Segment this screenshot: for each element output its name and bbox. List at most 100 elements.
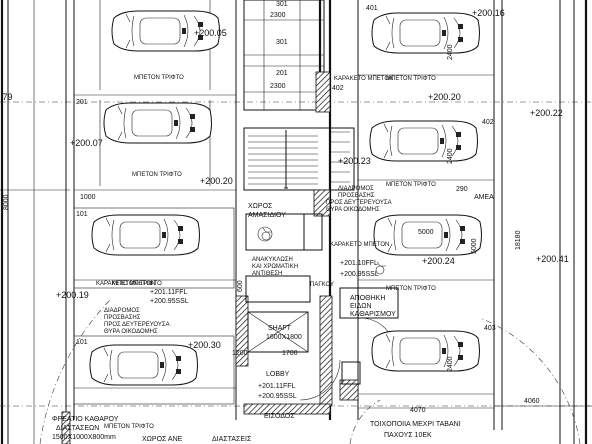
room-label: ΑΠΟΘΗΚΗ (350, 295, 385, 302)
room-label: ΔΙΑΔΡΟΜΟΣ (338, 186, 374, 192)
space-number: 403 (484, 325, 496, 332)
space-labels: 201 101 101 401 402 403 ΜΠΕΤΟΝ ΤΡΙΦΤΟ ΜΠ… (76, 5, 496, 430)
level-marks: +200.05 +200.07 +200.20 +200.19 +200.30 … (0, 8, 569, 400)
level-mark: +200.20 (200, 176, 233, 186)
stair-treads (248, 130, 350, 189)
level-mark: .79 (0, 92, 13, 102)
room-label: ΘΥΡΑ ΟΙΚΟΔΟΜΗΣ (326, 207, 380, 213)
dimension: 4070 (410, 407, 426, 414)
room-label: ΚΑΡΑΚΕΤΟ ΜΠΕΤΟΝ (334, 76, 393, 82)
room-label: ΠΡΟΣΒΑΣΗΣ (338, 193, 375, 199)
level-mark: +200.05 (194, 28, 227, 38)
note: 1500X1000X800mm (52, 434, 116, 441)
room-label: LOBBY (266, 371, 290, 378)
note: ΔΙΑΣΤΑΣΕΩΝ (56, 425, 99, 432)
room-label: ΠΡΟΣΒΑΣΗΣ (104, 315, 141, 321)
room-label: ΧΩΡΟΣ (248, 203, 273, 210)
level-mark: +200.19 (56, 290, 89, 300)
dimension: 1000 (80, 194, 96, 201)
dimension: 402 (332, 85, 344, 92)
car-6 (369, 120, 478, 162)
level-mark: +201.10FFL (340, 260, 378, 267)
notes: ΦΡΕΑΤΙΟ ΚΑΘΑΡΟΥ ΔΙΑΣΤΑΣΕΩΝ 1500X1000X800… (52, 416, 461, 443)
level-mark: +200.24 (422, 256, 455, 266)
car-3 (91, 214, 200, 256)
dimension: 2400 (447, 44, 454, 60)
dimension: 2300 (270, 12, 286, 19)
dimension: 301 (276, 39, 288, 46)
note: ΦΡΕΑΤΙΟ ΚΑΘΑΡΟΥ (52, 416, 119, 423)
space-number: 101 (76, 339, 88, 346)
dimension: 301 (276, 1, 288, 8)
dimension: 2400 (447, 148, 454, 164)
note: ΠΑΧΟΥΣ 10ΕΚ (384, 432, 432, 439)
dimension: 2400 (447, 356, 454, 372)
level-mark: +200.30 (188, 340, 221, 350)
room-label: ΚΑΙ ΧΡΩΜΑΤΙΚΗ (252, 264, 298, 270)
dimension: 5000 (418, 229, 434, 236)
level-mark: +200.16 (472, 8, 505, 18)
space-number: 101 (76, 211, 88, 218)
level-mark: +200.07 (70, 138, 103, 148)
wheelchair-icon (261, 227, 272, 241)
concrete-label: ΜΠΕΤΟΝ ΤΡΙΦΤΟ (132, 172, 182, 178)
car-8 (371, 330, 480, 372)
concrete-label: ΜΠΕΤΟΝ ΤΡΙΦΤΟ (386, 182, 436, 188)
room-label: SHAFT (268, 325, 292, 332)
level-mark: +201.11FFL (258, 383, 296, 390)
dimension: 201 (276, 70, 288, 77)
room-label: ΔΙΑΔΡΟΜΟΣ (104, 308, 140, 314)
car-5 (371, 12, 480, 54)
room-label: ΚΑΘΑΡΙΣΜΟΥ (350, 311, 396, 318)
car-4 (89, 344, 198, 386)
room-label: 1600X1800 (266, 334, 302, 341)
dimension: 600 (237, 280, 244, 292)
room-label: ΚΑΡΑΚΕΤΟ ΜΠΕΤΟΝ (96, 281, 155, 287)
dimension: 1200 (232, 350, 248, 357)
room-label: ΚΑΡΑΚΕΤΟ ΜΠΕΤΟΝ (330, 242, 389, 248)
dimension: 8000 (3, 194, 10, 210)
dimension-labels: 2300 2300 301 301 201 402 1000 290 5000 … (3, 1, 540, 414)
concrete-label: ΜΠΕΤΟΝ ΤΡΙΦΤΟ (386, 76, 436, 82)
wheelchair-icon (375, 261, 386, 275)
space-number: 401 (366, 5, 378, 12)
dimension: 2300 (270, 83, 286, 90)
concrete-label: ΜΠΕΤΟΝ ΤΡΙΦΤΟ (386, 286, 436, 292)
room-label: ΠΡΟΣ ΔΕΥΤΕΡΕΥΟΥΣΑ (104, 322, 170, 328)
car-2 (103, 102, 212, 144)
concrete-label: ΜΠΕΤΟΝ ΤΡΙΦΤΟ (104, 424, 154, 430)
level-mark: +200.20 (428, 92, 461, 102)
dimension: 4060 (524, 398, 540, 405)
concrete-label: ΜΠΕΤΟΝ ΤΡΙΦΤΟ (112, 281, 162, 287)
dimension: 18180 (515, 230, 522, 250)
room-label: ΘΥΡΑ ΟΙΚΟΔΟΜΗΣ (104, 329, 158, 335)
level-mark: +200.95SSL (340, 271, 379, 278)
room-label: ΑΝΤΙΘΕΣΗ (252, 271, 282, 277)
space-number: 201 (76, 99, 88, 106)
level-mark: +200.23 (338, 156, 371, 166)
room-label: ΑΜΕΑ (474, 194, 494, 201)
room-label: ΕΙΣΟΔΟΣ (264, 413, 295, 420)
room-label: ΠΑΓΚΟΥ (310, 282, 334, 288)
dimension: 5000 (471, 238, 478, 254)
accessibility-icons (261, 227, 386, 275)
room-label: ΕΙΔΩΝ (350, 303, 372, 310)
room-label: ΠΡΟΣ ΔΕΥΤΕΡΕΥΟΥΣΑ (326, 200, 392, 206)
note: ΔΙΑΣΤΑΣΕΙΣ (212, 436, 252, 443)
concrete-label: ΜΠΕΤΟΝ ΤΡΙΦΤΟ (134, 75, 184, 81)
level-mark: +200.41 (536, 254, 569, 264)
level-mark: +200.95SSL (258, 393, 297, 400)
level-mark: +200.22 (530, 108, 563, 118)
room-label: ΑΜΑΣΙΔΙΟΥ (248, 212, 286, 219)
level-mark: +200.95SSL (150, 298, 189, 305)
dimension: 290 (456, 186, 468, 193)
level-mark: +201.11FFL (150, 289, 188, 296)
note: ΤΟΙΧΟΠΟΙΙΑ ΜΕΧΡΙ ΤΑΒΑΝΙ (370, 421, 461, 428)
space-number: 402 (482, 119, 494, 126)
dimension: 1700 (282, 350, 298, 357)
room-label: ΑΝΑΚΥΚΛΩΣΗ (252, 257, 293, 263)
note: ΧΩΡΟΣ ΑΝΕ (142, 436, 183, 443)
room-labels: ΧΩΡΟΣ ΑΜΑΣΙΔΙΟΥ ΔΙΑΔΡΟΜΟΣ ΠΡΟΣΒΑΣΗΣ ΠΡΟΣ… (96, 76, 494, 420)
